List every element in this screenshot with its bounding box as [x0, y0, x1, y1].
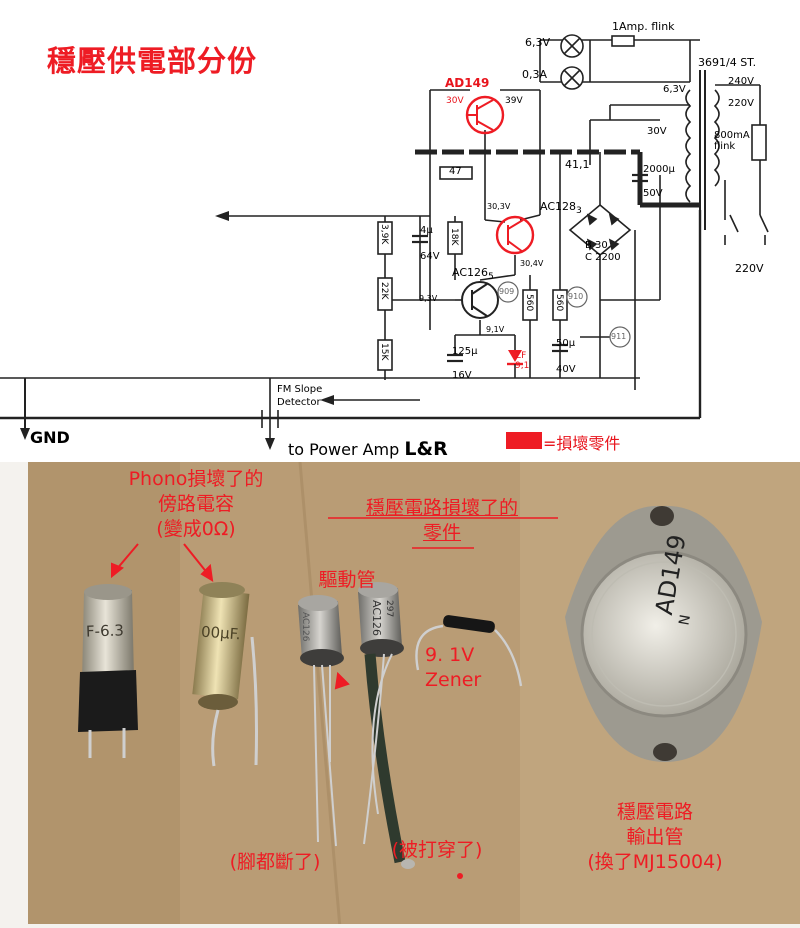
- ac126-transistor-symbol: [461, 281, 499, 319]
- tap-240: 240V: [728, 76, 754, 87]
- ac126-base-voltage: 9,3V: [419, 294, 438, 303]
- zener-symbol: [508, 350, 522, 362]
- transistor-a-marking: AC126: [300, 612, 310, 642]
- circuit-diagram: [0, 34, 769, 450]
- ac128-emitter-voltage: 30,4V: [520, 259, 544, 268]
- power-amp-arrow: [265, 438, 275, 450]
- ac128-voltage: 30,3V: [487, 202, 511, 211]
- lamp-voltage: 6,3V: [525, 36, 551, 49]
- schematic: 穩壓供電部分份: [0, 0, 800, 462]
- resistor-18k: 18K: [449, 228, 459, 246]
- gnd-label: GND: [30, 428, 70, 447]
- ref-910: 910: [568, 292, 584, 301]
- schematic-title: 穩壓供電部分份: [47, 44, 258, 78]
- resistor-22k: 22K: [379, 282, 389, 300]
- label-punctured: (被打穿了): [391, 839, 483, 861]
- transistor-b-marking: AC126: [370, 600, 383, 637]
- cap2-marking: 00μF.: [200, 622, 242, 644]
- fm-arrow: [320, 395, 334, 405]
- tap-63: 6,3V: [663, 84, 686, 95]
- resistor-47: 47: [449, 166, 462, 177]
- label-legs-broken: (腳都斷了): [229, 851, 321, 873]
- legend-swatch: [506, 432, 542, 449]
- photo-illustration: [0, 462, 800, 928]
- ad149-voltage-left: 30V: [446, 96, 464, 106]
- components-photo: F-6.3 00μF. AC126 AC126 297 AD149 N Phon…: [0, 462, 800, 928]
- transistor-b-code: 297: [384, 600, 394, 618]
- label-regulator: 穩壓電路損壞了的零件: [365, 497, 518, 544]
- cap1-marking: F-6.3: [85, 621, 125, 641]
- ad149-voltage-right: 39V: [505, 96, 523, 106]
- gnd-arrow: [20, 428, 30, 440]
- tap-220: 220V: [728, 98, 754, 109]
- node-41: 41,1: [565, 158, 590, 171]
- driver-transistor-b: [358, 582, 415, 869]
- transformer-label: 3691/4 ST.: [698, 56, 757, 69]
- legend-text: =損壞零件: [543, 434, 621, 453]
- lamp-current: 0,3A: [522, 68, 548, 81]
- label-output-transistor: 穩壓電路輸出管(換了MJ15004): [587, 801, 723, 873]
- ac128-transistor-symbol: [495, 215, 535, 255]
- ad149-power-transistor: [565, 505, 762, 762]
- ac126-emitter-voltage: 9,1V: [486, 325, 505, 334]
- zener-diode: [415, 615, 523, 687]
- ref-909: 909: [499, 287, 515, 296]
- power-amp-label: to Power Amp L&R: [288, 438, 448, 460]
- ad149-label: AD149: [445, 76, 490, 90]
- resistor-560-b: 560: [554, 294, 564, 312]
- resistor-39k: 3,9K: [379, 224, 389, 245]
- ref-911: 911: [611, 332, 627, 341]
- ac128-label: AC1283: [540, 200, 582, 217]
- break-arrow: [334, 671, 350, 690]
- fuse-label: 1Amp. flink: [612, 20, 675, 33]
- ac126-label: AC1265: [452, 266, 494, 283]
- resistor-560-a: 560: [524, 294, 534, 312]
- secondary-30v: 30V: [647, 126, 667, 137]
- label-driver: 驅動管: [318, 569, 376, 591]
- phono-capacitor-1: [78, 584, 138, 758]
- phono-capacitor-2: [192, 582, 258, 767]
- label-phono: Phono損壞了的傍路電容(變成0Ω): [128, 468, 264, 540]
- mains-label: 220V: [735, 262, 764, 275]
- driver-transistor-a: [298, 595, 344, 847]
- resistor-15k: 15K: [379, 343, 389, 361]
- output-arrow: [215, 211, 229, 221]
